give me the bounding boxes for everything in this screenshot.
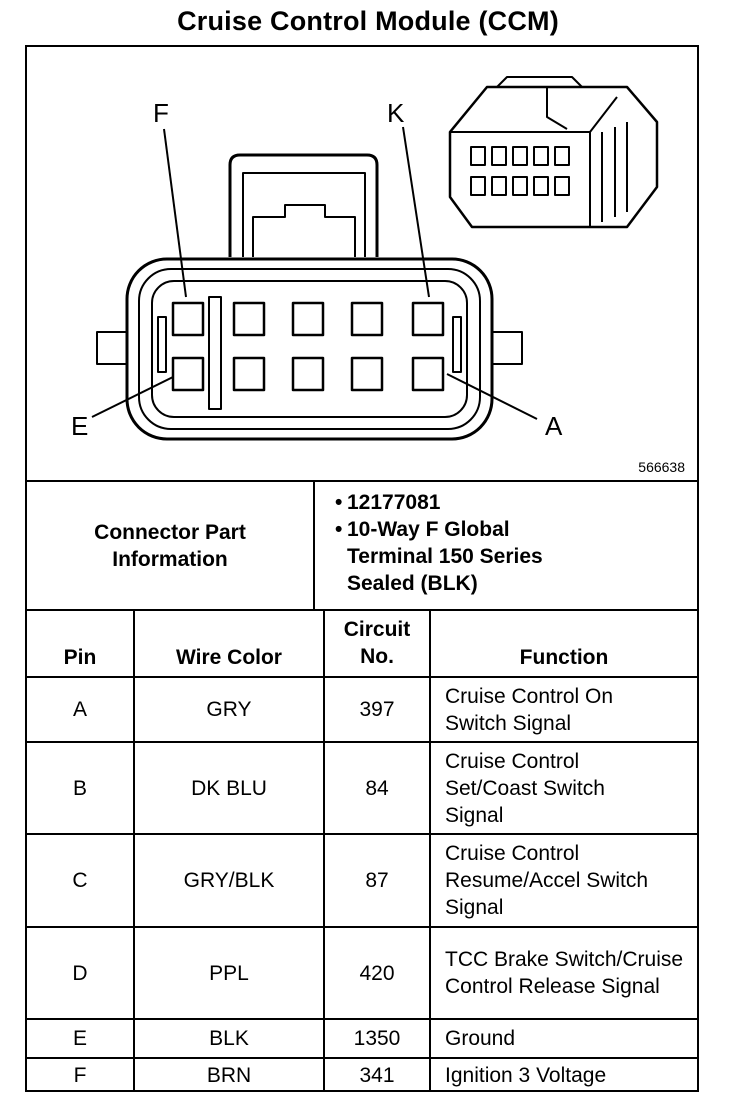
table-row-pin: B	[72, 776, 87, 800]
table-row-wire-color: BLK	[209, 1027, 249, 1050]
divider	[313, 480, 315, 609]
list-item: • 12177081	[335, 491, 441, 514]
connector-info-label: Connector Part Information	[94, 520, 246, 571]
pin-label-e: E	[71, 411, 88, 441]
divider	[27, 1018, 697, 1020]
divider	[27, 1057, 697, 1059]
part-number: 12177081	[347, 491, 441, 514]
divider	[27, 676, 697, 678]
table-row-wire-color: DK BLU	[191, 776, 267, 800]
divider	[133, 609, 135, 1092]
page-title: Cruise Control Module (CCM)	[177, 6, 559, 36]
function-text: Cruise Control Set/Coast Switch Signal	[445, 749, 605, 827]
connector-table-frame: F K E A 566638 Connector Part Informatio…	[25, 45, 699, 1092]
table-row-circuit: 84	[365, 776, 389, 800]
connector-info-label-cell: Connector Part Information	[27, 482, 313, 609]
table-row-pin: F	[73, 1064, 87, 1087]
divider	[27, 741, 697, 743]
table-row-pin: D	[72, 961, 88, 985]
pin-label-f: F	[153, 98, 169, 128]
table-row-function: Ignition 3 Voltage	[445, 1064, 607, 1087]
header-function: Function	[519, 645, 609, 669]
table-row-wire-color: GRY	[206, 698, 252, 721]
header-circuit: Circuit No.	[325, 611, 429, 675]
function-text: Cruise Control Resume/Accel Switch Signa…	[445, 842, 649, 919]
table-row-circuit: 397	[359, 698, 395, 721]
divider	[27, 480, 697, 482]
table-row-circuit: 341	[359, 1064, 395, 1087]
divider	[323, 609, 325, 1092]
pin-label-k: K	[387, 98, 405, 128]
pin-label-a: A	[545, 411, 563, 441]
divider	[27, 926, 697, 928]
header-wire-color: Wire Color	[176, 645, 282, 669]
divider	[429, 609, 431, 1092]
table-row-wire-color: GRY/BLK	[183, 869, 275, 892]
table-row-function: Cruise Control On Switch Signal	[431, 678, 697, 741]
table-row-function: Ground	[445, 1027, 516, 1050]
table-row-wire-color: BRN	[206, 1064, 252, 1087]
figure-code: 566638	[638, 459, 685, 475]
table-row-circuit: 1350	[353, 1027, 401, 1050]
connector-info-list: • 12177081 • 10-Way F Global Terminal 15…	[317, 489, 687, 597]
function-text: TCC Brake Switch/Cruise Control Release …	[445, 948, 684, 998]
table-row-pin: A	[72, 698, 87, 721]
function-text: Cruise Control On Switch Signal	[445, 684, 614, 735]
table-row-function: Cruise Control Resume/Accel Switch Signa…	[431, 835, 697, 926]
table-row-function: Cruise Control Set/Coast Switch Signal	[431, 743, 697, 833]
list-item: • 10-Way F Global Terminal 150 Series Se…	[317, 516, 687, 597]
connector-drawing: F K E A	[71, 76, 659, 441]
table-row-function: TCC Brake Switch/Cruise Control Release …	[431, 928, 697, 1018]
connector-description: 10-Way F Global Terminal 150 Series Seal…	[347, 518, 543, 595]
table-row-pin: E	[72, 1027, 87, 1050]
connector-diagram: F K E A 566638	[27, 47, 697, 482]
divider	[27, 609, 697, 611]
table-row-wire-color: PPL	[209, 961, 249, 985]
divider	[27, 833, 697, 835]
table-row-circuit: 420	[359, 961, 395, 985]
header-circuit-label: Circuit No.	[343, 618, 411, 668]
table-row-pin: C	[72, 869, 88, 892]
header-pin: Pin	[63, 645, 97, 669]
table-row-circuit: 87	[365, 869, 389, 892]
